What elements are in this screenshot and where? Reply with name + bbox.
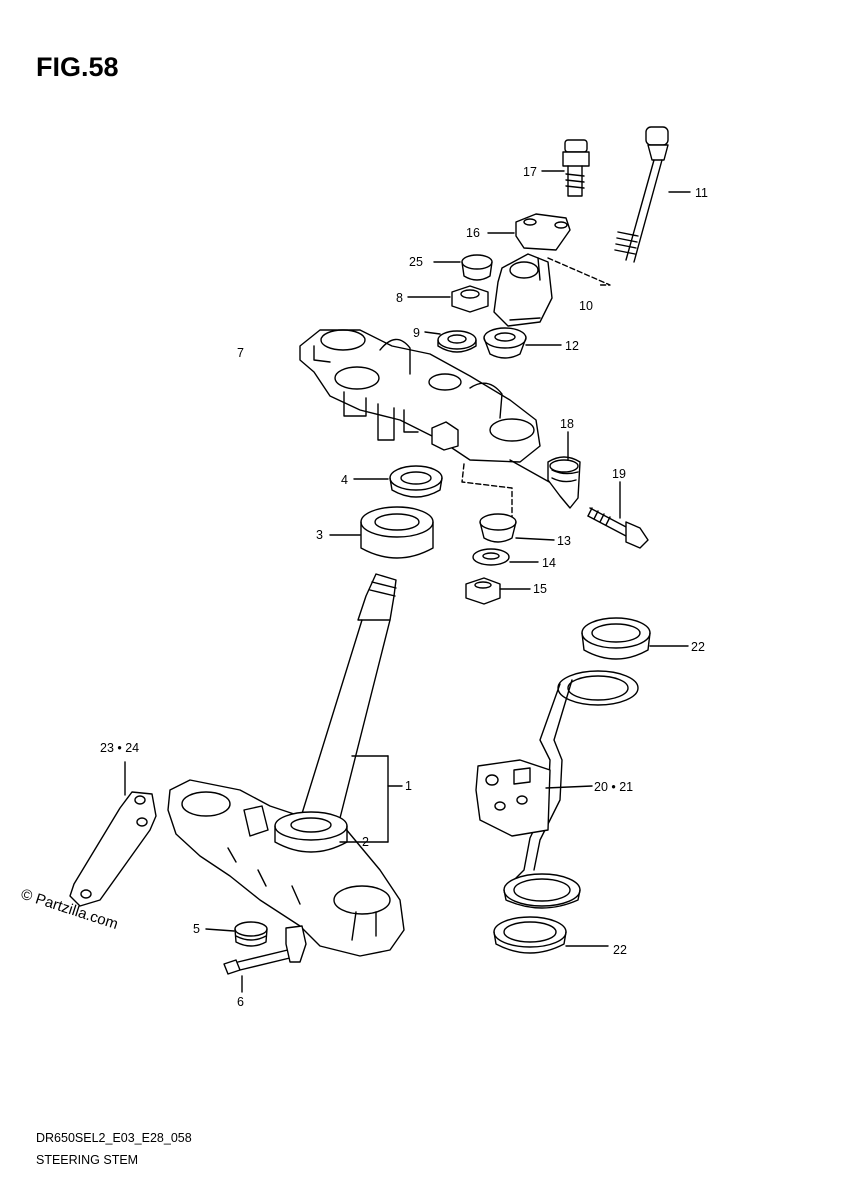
part-22-grommet-lower[interactable] <box>493 916 609 954</box>
callout-19: 19 <box>612 467 626 481</box>
part-1-steering-stem[interactable] <box>167 573 405 957</box>
part-3-bearing[interactable] <box>329 506 434 559</box>
callout-7: 7 <box>237 346 244 360</box>
callout-1: 1 <box>405 779 412 793</box>
callout-11: 11 <box>695 186 708 200</box>
figure-title: FIG.58 <box>36 52 119 82</box>
callout-10: 10 <box>579 299 593 313</box>
callout-9: 9 <box>413 326 420 340</box>
callout-4: 4 <box>341 473 348 487</box>
part-22-grommet-upper[interactable] <box>581 617 689 660</box>
callout-20-21: 20 • 21 <box>594 780 633 794</box>
part-15-nut[interactable] <box>465 577 531 605</box>
part-4-steering-stem-nut[interactable] <box>353 465 443 498</box>
callout-2: 2 <box>362 835 369 849</box>
part-18-bracket[interactable] <box>547 431 581 509</box>
part-11-long-bolt[interactable] <box>614 126 691 263</box>
callout-15: 15 <box>533 582 547 596</box>
part-14-washer[interactable] <box>472 548 539 566</box>
part-13-cushion[interactable] <box>479 513 555 543</box>
part-9-washer[interactable] <box>424 330 477 353</box>
callout-16: 16 <box>466 226 480 240</box>
callout-8: 8 <box>396 291 403 305</box>
callout-14: 14 <box>542 556 556 570</box>
part-23-24-bracket[interactable] <box>69 761 157 907</box>
part-22-grommet-middle[interactable] <box>503 873 581 909</box>
callout-25: 25 <box>409 255 423 269</box>
part-25-cap[interactable] <box>433 254 493 281</box>
callout-22-upper: 22 <box>691 640 705 654</box>
part-10-handlebar-holder[interactable] <box>493 253 611 327</box>
callout-13: 13 <box>557 534 571 548</box>
part-12-cushion[interactable] <box>483 327 562 359</box>
diagram-name: STEERING STEM <box>36 1153 139 1167</box>
part-8-nut[interactable] <box>407 285 489 313</box>
callout-18: 18 <box>560 417 574 431</box>
callout-12: 12 <box>565 339 579 353</box>
part-7-upper-bracket[interactable] <box>299 329 561 523</box>
callout-23-24: 23 • 24 <box>100 741 139 755</box>
part-6-bolt[interactable] <box>223 925 307 993</box>
callout-3: 3 <box>316 528 323 542</box>
callout-17: 17 <box>523 165 537 179</box>
callout-22-lower: 22 <box>613 943 627 957</box>
part-17-bolt[interactable] <box>541 139 590 197</box>
part-16-handlebar-clamp[interactable] <box>487 213 571 251</box>
callout-labels: 1 2 3 4 5 6 7 8 9 10 11 12 13 14 15 16 1… <box>100 165 708 1009</box>
part-5-cushion[interactable] <box>205 921 268 947</box>
part-2-lower-bearing[interactable] <box>274 811 389 853</box>
part-20-21-headlight-bracket[interactable] <box>475 670 639 881</box>
part-19-bolt[interactable] <box>587 481 649 549</box>
callout-5: 5 <box>193 922 200 936</box>
diagram-code: DR650SEL2_E03_E28_058 <box>36 1131 192 1145</box>
callout-6: 6 <box>237 995 244 1009</box>
